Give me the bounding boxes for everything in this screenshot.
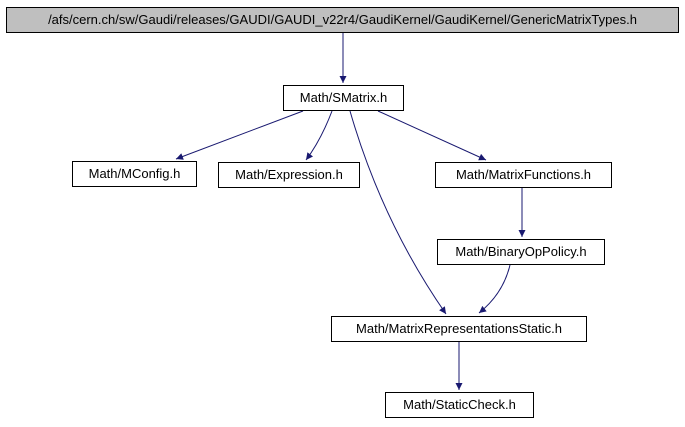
edge-smatrix-to-matrixfunctions — [377, 110, 487, 161]
node-math-matrixfunctions-h[interactable]: Math/MatrixFunctions.h — [435, 162, 612, 188]
node-math-mconfig-h[interactable]: Math/MConfig.h — [72, 161, 197, 187]
node-math-smatrix-h[interactable]: Math/SMatrix.h — [283, 85, 404, 111]
edge-smatrix-to-expression — [305, 110, 333, 161]
edge-smatrix-to-mconfig — [175, 110, 304, 160]
edge-binaryoppolicy-to-matrixrepresentationsstatic — [478, 264, 511, 314]
node-math-matrixrepresentationsstatic-h[interactable]: Math/MatrixRepresentationsStatic.h — [331, 316, 587, 342]
node-generic-matrix-types-h: /afs/cern.ch/sw/Gaudi/releases/GAUDI/GAU… — [6, 7, 679, 33]
edge-smatrix-to-matrixrepresentationsstatic — [349, 110, 447, 315]
node-math-binaryoppolicy-h[interactable]: Math/BinaryOpPolicy.h — [437, 239, 605, 265]
node-math-staticcheck-h[interactable]: Math/StaticCheck.h — [385, 392, 534, 418]
node-math-expression-h[interactable]: Math/Expression.h — [218, 162, 360, 188]
